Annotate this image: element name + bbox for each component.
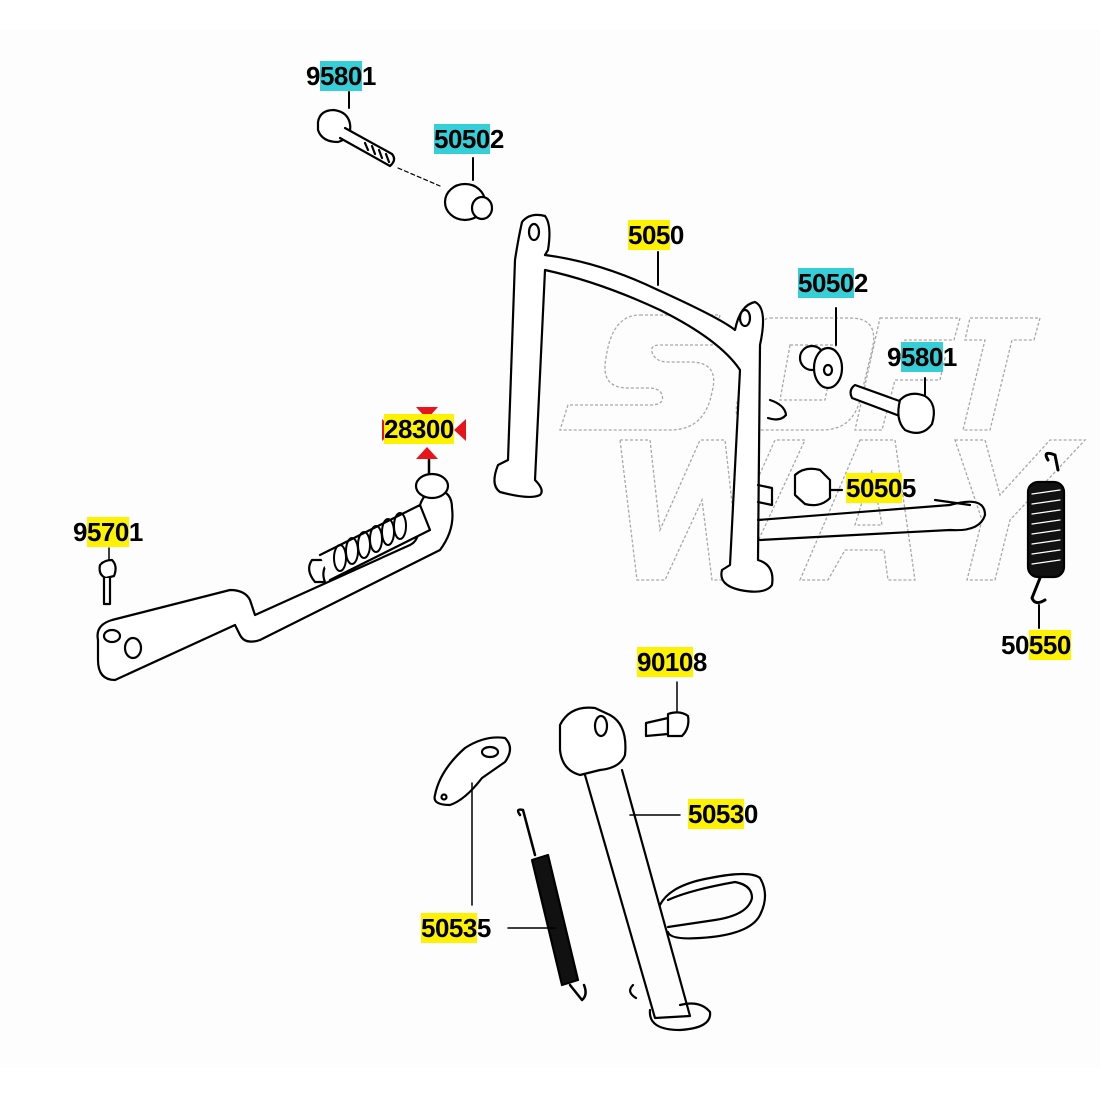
callout-suffix: 1 <box>942 342 957 372</box>
callout-main-stand[interactable]: 5050 <box>628 220 684 250</box>
parts-illustration <box>96 91 1087 1032</box>
callout-suffix: 1 <box>128 517 143 547</box>
marker-bottom-icon <box>416 447 438 459</box>
callout-highlight: 9010 <box>637 647 693 677</box>
callout-highlight: 5050 <box>846 473 902 503</box>
bolt-kick-drawing <box>98 547 117 606</box>
callout-highlight: 5050 <box>434 124 490 154</box>
callout-highlight: 5053 <box>688 799 744 829</box>
callout-collar-top[interactable]: 50502 <box>434 124 504 154</box>
callout-prefix: 9 <box>73 517 87 547</box>
marker-top-icon <box>416 407 438 419</box>
bolt-top-left-drawing <box>316 91 441 187</box>
callout-highlight: 505 <box>628 220 670 250</box>
callout-spring-main[interactable]: 50550 <box>1001 630 1071 660</box>
callout-bolt-kick[interactable]: 95701 <box>73 517 143 547</box>
callout-stopper[interactable]: 50505 <box>846 473 916 503</box>
callout-prefix: 9 <box>887 342 901 372</box>
callout-collar-right[interactable]: 50502 <box>798 268 868 298</box>
callout-kick-pedal[interactable]: 28300 <box>384 414 454 444</box>
callout-side-stand[interactable]: 50530 <box>688 799 758 829</box>
callout-suffix: 2 <box>489 124 504 154</box>
kick-pedal-drawing <box>96 450 454 682</box>
callout-highlight: 580 <box>319 61 362 91</box>
callout-bolt-top-left[interactable]: 95801 <box>306 61 376 91</box>
spring-side-drawing <box>433 736 587 1002</box>
callout-highlight: 580 <box>900 342 943 372</box>
callout-highlight: 5053 <box>421 913 477 943</box>
callout-suffix: 5 <box>476 913 491 943</box>
side-stand-drawing <box>558 706 767 1032</box>
spring-main-drawing <box>1026 451 1066 629</box>
callout-suffix: 0 <box>743 799 758 829</box>
callout-highlight: 5050 <box>798 268 854 298</box>
stopper-drawing <box>793 467 844 507</box>
watermark-letter-s <box>559 314 721 431</box>
callout-suffix: 5 <box>901 473 916 503</box>
diagram-sheet <box>0 30 1100 1068</box>
bolt-right-drawing <box>849 377 935 435</box>
watermark-letter-y <box>954 439 1087 581</box>
callout-highlight: 570 <box>86 517 129 547</box>
main-stand-drawing <box>493 213 987 593</box>
bolt-side-drawing <box>644 681 690 738</box>
watermark-letter-f <box>854 317 961 431</box>
callout-highlight: 550 <box>1028 630 1071 660</box>
callout-prefix: 9 <box>306 61 320 91</box>
callout-suffix: 0 <box>669 220 684 250</box>
callout-suffix: 2 <box>853 268 868 298</box>
marker-right-icon <box>454 419 466 441</box>
callout-spring-side[interactable]: 50535 <box>421 913 491 943</box>
watermark-letter-t <box>962 317 1041 431</box>
line-art <box>96 91 1066 1032</box>
callout-highlight: 28300 <box>384 414 454 444</box>
callout-bolt-side[interactable]: 90108 <box>637 647 707 677</box>
callout-suffix: 8 <box>692 647 707 677</box>
callout-prefix: 50 <box>1001 630 1029 660</box>
collar-right-drawing <box>798 307 844 390</box>
watermark-letter-w <box>619 439 807 581</box>
callout-bolt-right[interactable]: 95801 <box>887 342 957 372</box>
callout-suffix: 1 <box>361 61 376 91</box>
collar-top-drawing <box>443 157 494 222</box>
